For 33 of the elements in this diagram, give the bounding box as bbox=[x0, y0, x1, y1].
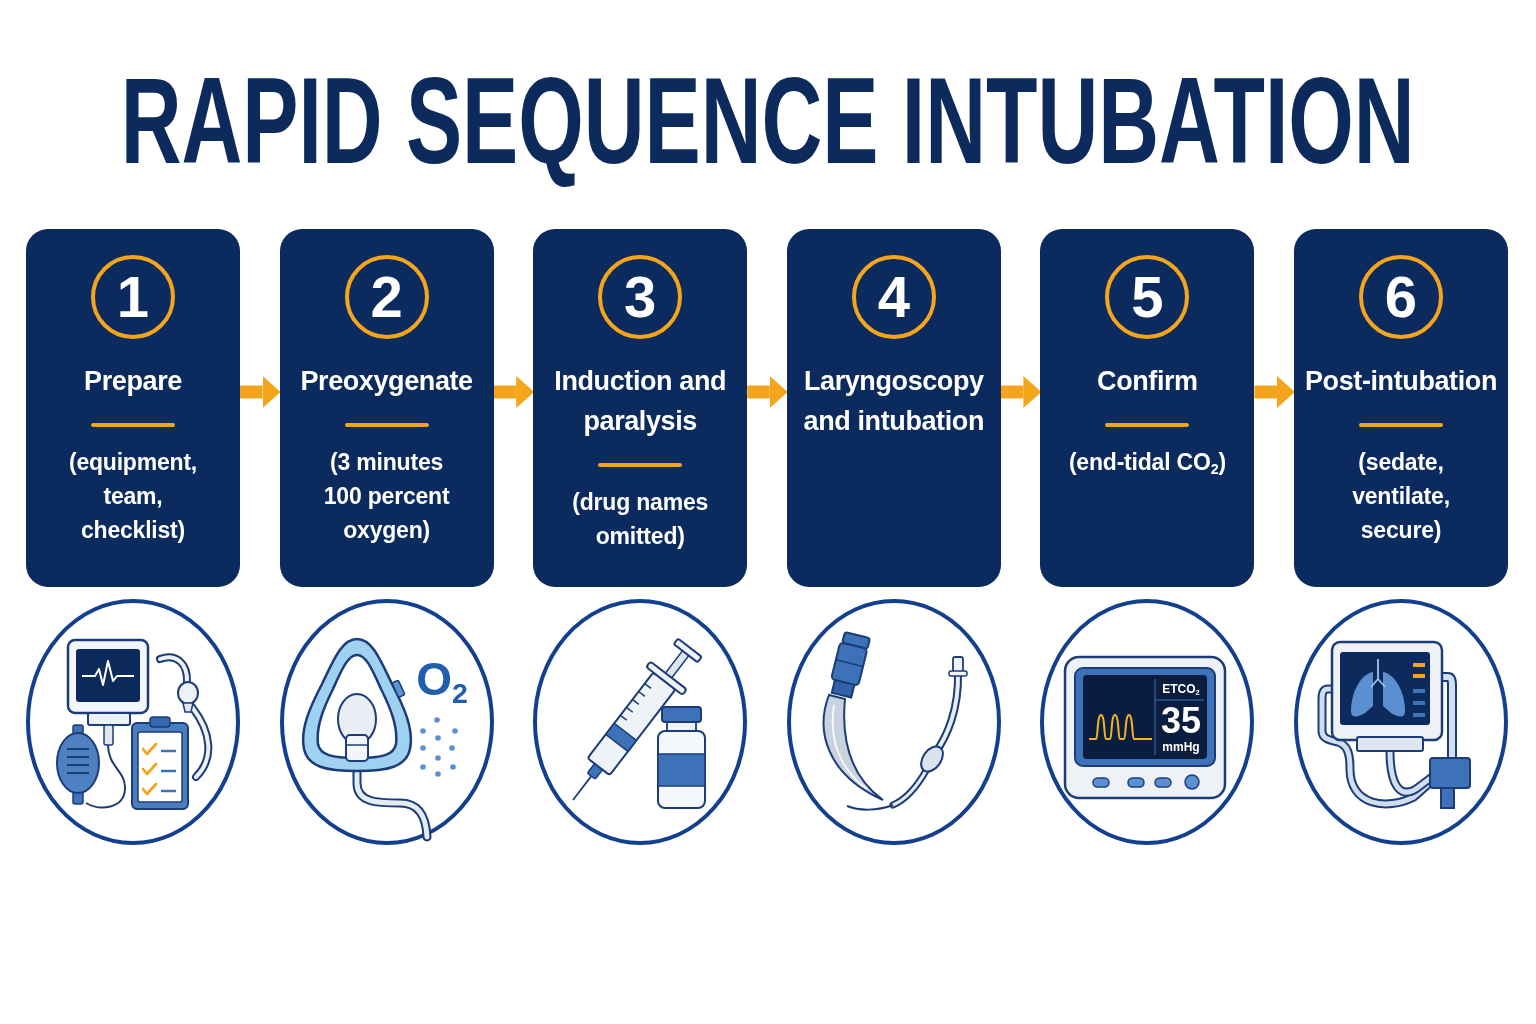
arrow bbox=[1000, 376, 1042, 408]
arrow bbox=[1254, 376, 1295, 408]
step-description: (equipment, team, checklist) bbox=[67, 448, 199, 545]
step-number: 3 bbox=[598, 255, 683, 339]
step-title: Induction and paralysis bbox=[553, 365, 728, 438]
screen-label: ETCO$_{2}$ bbox=[1161, 683, 1201, 695]
oxygen-symbol: O$_{2}$ bbox=[415, 656, 469, 702]
step-description: (3 minutes 100 percent oxygen) bbox=[322, 448, 451, 545]
step-number: 2 bbox=[344, 255, 429, 339]
step-card bbox=[786, 229, 1001, 587]
step-title: Preoxygenate bbox=[300, 365, 473, 398]
step-description: (end-tidal CO$_{2}$) bbox=[1068, 448, 1226, 479]
title: RAPID SEQUENCE INTUBATION bbox=[121, 52, 1415, 191]
step-card bbox=[1294, 229, 1508, 587]
step-description: (drug names omitted) bbox=[571, 488, 710, 551]
step-title: Post-intubation bbox=[1305, 365, 1497, 398]
step-description: (sedate, ventilate, secure) bbox=[1351, 448, 1451, 545]
step-card bbox=[533, 229, 748, 587]
arrow bbox=[493, 376, 535, 408]
step-card bbox=[26, 229, 240, 587]
step-card bbox=[279, 229, 494, 587]
unit-label: mmHg bbox=[1161, 741, 1201, 753]
step-title: Laryngoscopy and intubation bbox=[802, 365, 985, 438]
step-card bbox=[1040, 229, 1255, 587]
step-title: Confirm bbox=[1097, 365, 1198, 398]
step-title: Prepare bbox=[84, 365, 182, 398]
step-number: 5 bbox=[1105, 255, 1190, 339]
screen-reading: 35 bbox=[1159, 703, 1202, 739]
step-number: 1 bbox=[91, 255, 175, 339]
step-number: 6 bbox=[1359, 255, 1443, 339]
step-number: 4 bbox=[851, 255, 936, 339]
arrow bbox=[240, 376, 281, 408]
arrow bbox=[747, 376, 788, 408]
